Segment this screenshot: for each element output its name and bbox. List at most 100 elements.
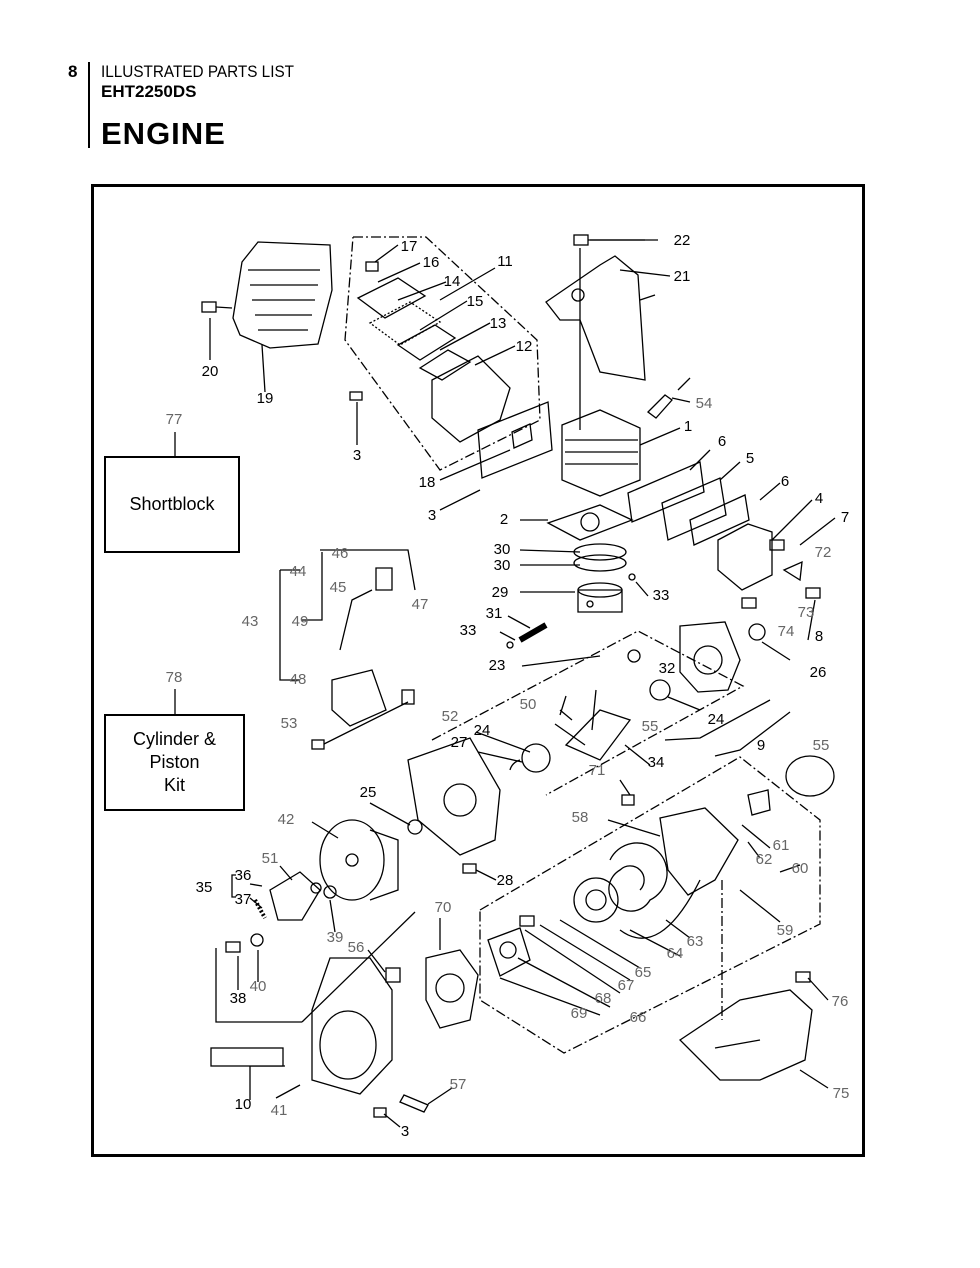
callout-16: 16 [423, 254, 440, 271]
callout-7: 7 [841, 509, 849, 526]
starter-pulley-plate [487, 927, 531, 977]
crankcase-left [407, 737, 501, 856]
grommet-9 [785, 755, 835, 797]
callout-29: 29 [492, 584, 509, 601]
callout-70: 70 [435, 899, 452, 916]
callout-63: 63 [687, 933, 704, 950]
callout-14: 14 [444, 273, 461, 290]
fan-housing [311, 957, 393, 1095]
callout-32: 32 [659, 660, 676, 677]
callout-61: 61 [773, 837, 790, 854]
callout-38: 38 [230, 990, 247, 1007]
callout-3b: 3 [428, 507, 436, 524]
callout-6b: 6 [781, 473, 789, 490]
callout-68: 68 [595, 990, 612, 1007]
callout-67: 67 [618, 977, 635, 994]
callout-1: 1 [684, 418, 692, 435]
page-title: ENGINE [101, 116, 226, 151]
callout-25: 25 [360, 784, 377, 801]
cylinder-kit-line-1: Cylinder & [132, 729, 217, 749]
callout-23: 23 [489, 657, 506, 674]
callout-36: 36 [235, 867, 252, 884]
callout-62: 62 [756, 851, 773, 868]
callout-34: 34 [648, 754, 665, 771]
callout-21: 21 [674, 268, 691, 285]
carb-adapter [717, 523, 773, 591]
starter-housing [659, 807, 739, 896]
callout-39: 39 [327, 929, 344, 946]
callout-66: 66 [630, 1009, 647, 1026]
callout-56: 56 [348, 939, 365, 956]
callout-65: 65 [635, 964, 652, 981]
model-number: EHT2250DS [101, 82, 197, 101]
callout-6a: 6 [718, 433, 726, 450]
callout-4: 4 [815, 490, 823, 507]
callout-71: 71 [589, 762, 606, 779]
cylinder [561, 409, 641, 497]
callout-5: 5 [746, 450, 754, 467]
callout-22: 22 [674, 232, 691, 249]
callout-47: 47 [412, 596, 429, 613]
starter-group-outline [479, 756, 821, 1054]
cylinder-shroud [545, 255, 646, 381]
callout-33b: 33 [460, 622, 477, 639]
callout-37: 37 [235, 891, 252, 908]
spark-plug [647, 394, 673, 419]
callout-9: 9 [757, 737, 765, 754]
callout-33a: 33 [653, 587, 670, 604]
callout-57: 57 [450, 1076, 467, 1093]
callout-42: 42 [278, 811, 295, 828]
callout-31: 31 [486, 605, 503, 622]
callout-41: 41 [271, 1102, 288, 1119]
callout-60: 60 [792, 860, 809, 877]
spark-plug-cap [375, 567, 393, 591]
piston [577, 589, 623, 613]
callout-13: 13 [490, 315, 507, 332]
callout-18: 18 [419, 474, 436, 491]
callout-55b: 55 [813, 737, 830, 754]
crankcase-right [679, 621, 741, 693]
bracket-38-40 [215, 948, 302, 1023]
callout-50: 50 [520, 696, 537, 713]
callout-58: 58 [572, 809, 589, 826]
callout-69: 69 [571, 1005, 588, 1022]
callout-46: 46 [332, 545, 349, 562]
callout-51: 51 [262, 850, 279, 867]
section-label: ILLUSTRATED PARTS LIST [101, 62, 295, 81]
flywheel [319, 819, 385, 901]
callout-19: 19 [257, 390, 274, 407]
shortblock-kit-box: Shortblock [104, 456, 240, 553]
callout-59: 59 [777, 922, 794, 939]
callout-40: 40 [250, 978, 267, 995]
cylinder-kit-line-3: Kit [163, 775, 185, 795]
gasket-70 [425, 949, 479, 1029]
ignition-coil [331, 669, 387, 727]
clutch [269, 871, 321, 921]
callout-75: 75 [833, 1085, 850, 1102]
air-filter-group-outline [344, 236, 541, 471]
callout-2: 2 [500, 511, 508, 528]
callout-17: 17 [401, 238, 418, 255]
callout-54: 54 [696, 395, 713, 412]
callout-45: 45 [330, 579, 347, 596]
callout-76: 76 [832, 993, 849, 1010]
callout-35: 35 [196, 879, 213, 896]
callout-15: 15 [467, 293, 484, 310]
label-box-10 [210, 1047, 284, 1067]
callout-20: 20 [202, 363, 219, 380]
page-number: 8 [68, 62, 78, 81]
diagram-frame [91, 184, 865, 1157]
shortblock-kit-label: Shortblock [129, 494, 215, 514]
callout-55a: 55 [642, 718, 659, 735]
crankshaft-group-outline [431, 630, 745, 796]
cylinder-kit-line-2: Piston [149, 752, 200, 772]
gasket-2 [546, 504, 634, 541]
callout-26: 26 [810, 664, 827, 681]
callout-53: 53 [281, 715, 298, 732]
callout-27: 27 [451, 734, 468, 751]
callout-74: 74 [778, 623, 795, 640]
callout-48: 48 [290, 671, 307, 688]
callout-78: 78 [166, 669, 183, 686]
callout-30a: 30 [494, 541, 511, 558]
